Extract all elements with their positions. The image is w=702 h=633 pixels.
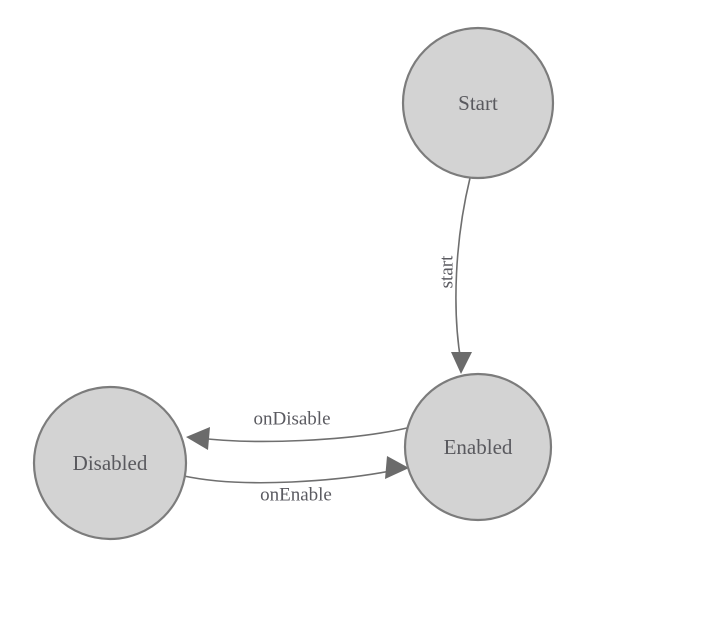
edge-disabled-to-enabled[interactable]: onEnable (183, 456, 409, 506)
state-node-start[interactable]: Start (401, 26, 555, 180)
edge-path-enabled-to-disabled (198, 427, 408, 443)
edge-path-start-to-enabled (455, 177, 471, 363)
state-node-disabled-circle[interactable] (32, 385, 188, 541)
state-node-enabled[interactable]: Enabled (403, 372, 553, 522)
state-node-start-label: Start (458, 91, 498, 115)
state-node-disabled[interactable]: Disabled (32, 385, 188, 541)
arrowhead-icon-start-to-enabled (451, 352, 472, 374)
edge-label-on-disable: onDisable (253, 409, 330, 430)
edge-start-to-enabled[interactable]: start (437, 177, 473, 374)
edge-path-disabled-to-enabled (183, 469, 397, 484)
edge-label-start: start (437, 255, 458, 288)
state-node-enabled-circle[interactable] (403, 372, 553, 522)
state-node-disabled-label: Disabled (73, 451, 148, 475)
state-node-start-circle[interactable] (401, 26, 555, 180)
arrowhead-icon-enabled-to-disabled (186, 427, 210, 450)
state-node-enabled-label: Enabled (444, 435, 513, 459)
edge-label-on-enable: onEnable (260, 485, 332, 506)
edge-enabled-to-disabled[interactable]: onDisable (186, 409, 408, 451)
arrowhead-icon-disabled-to-enabled (385, 456, 409, 479)
